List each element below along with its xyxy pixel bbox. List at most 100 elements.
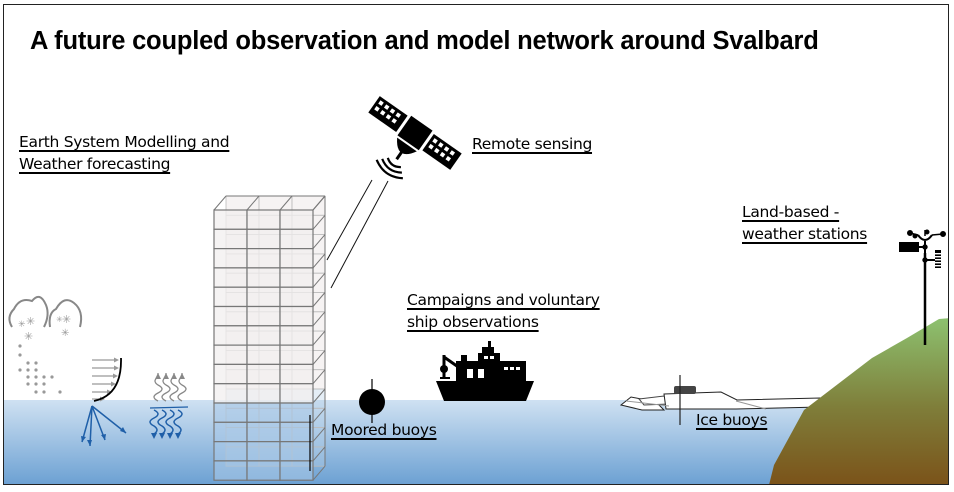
precip-dot [26,375,30,379]
flux-down-squiggle [149,409,159,436]
flux-down-arrowhead [167,433,173,439]
svg-text:✳: ✳ [62,313,71,326]
grid-cell [246,305,281,327]
grid-edge [312,214,326,230]
precip-dot [50,375,54,379]
flux-up-squiggle [177,373,187,402]
grid-cell [246,421,281,443]
precip-dot [42,382,46,386]
precip-dot [18,344,22,348]
diagram-frame: ✳ ✳ ✳ ✳ ✳ ✳ [3,4,949,485]
grid-cell [279,267,314,288]
label-line: Moored buoys [331,421,437,439]
grid-edge [312,195,326,211]
grid-edge [279,195,293,211]
svg-text:✳: ✳ [61,328,69,339]
grid-edge [312,427,326,442]
grid-edge [312,272,326,288]
grid-cell [246,325,281,346]
label-line: Remote sensing [472,135,593,153]
flux-down-squiggle [173,409,183,436]
wind-arrowhead [114,357,119,363]
grid-edge [312,369,326,385]
grid-edge [312,330,326,346]
label-remote-sensing: Remote sensing [472,133,592,155]
wind-profile-icon [81,357,127,447]
grid-cell [246,228,281,250]
grid-edge [312,311,326,327]
label-moored-buoys: Moored buoys [331,419,437,441]
label-earth-system-modelling: Earth System Modelling and Weather forec… [19,131,230,175]
grid-cell [246,286,281,308]
grid-edge [312,388,326,404]
svg-text:✳: ✳ [24,330,33,343]
land-hill [769,318,948,484]
grid-cell [279,460,314,481]
precip-dot [34,382,38,386]
grid-cell [213,402,248,423]
precip-dot [18,368,22,372]
grid-edge [312,253,326,269]
svg-text:✳: ✳ [26,315,35,328]
precipitation-dots [18,344,62,394]
satellite-beam [326,179,389,289]
flux-down-squiggle [165,409,175,436]
flux-up-arrowhead [155,373,161,379]
grid-cell [213,363,248,385]
wind-arrowhead [111,381,116,387]
flux-down-arrowhead [151,433,157,439]
grid-cell [279,402,314,423]
precip-dot [34,361,38,365]
grid-cell [246,209,281,230]
label-line: Campaigns and voluntary [407,291,600,309]
grid-cell [279,344,314,366]
flux-down-arrowhead [159,433,165,439]
grid-cell [213,228,248,250]
wind-arrowhead [114,365,119,371]
grid-cell [246,344,281,366]
precip-dot [34,368,38,372]
grid-cell [213,441,248,462]
grid-cell [213,286,248,308]
flux-up-arrowhead [171,373,177,379]
precip-dot [26,368,30,372]
grid-cell [246,383,281,404]
label-line: weather stations [742,225,868,243]
grid-cell [246,267,281,288]
grid-edge [213,195,227,211]
label-line: ship observations [407,313,539,331]
grid-cell [213,460,248,481]
scene: ✳ ✳ ✳ ✳ ✳ ✳ [4,96,948,484]
flux-up-squiggle [161,373,171,402]
grid-cell [246,460,281,481]
grid-cell [246,248,281,269]
model-grid-icon [213,195,326,481]
flux-line [149,406,189,409]
grid-edge [312,234,326,249]
grid-cell [213,421,248,443]
ice-buoy-icon [619,375,821,425]
wind-arrowhead [107,389,112,395]
label-line: Ice buoys [696,411,768,429]
label-land-based-weather-stations: Land-based - weather stations [742,201,867,245]
svg-text:✳: ✳ [56,315,63,324]
research-ship-icon [436,341,534,401]
wind-arrowhead [113,373,118,379]
label-campaigns-ship-observations: Campaigns and voluntary ship observation… [407,289,600,333]
grid-edge [312,446,326,462]
precip-dot [58,390,62,394]
label-line: Earth System Modelling and [19,133,230,151]
satellite-icon [368,96,462,180]
grid-edge [246,195,260,211]
flux-up-arrowhead [179,373,185,379]
moored-buoy-icon [359,379,385,423]
grid-cell [246,363,281,385]
grid-cell [279,421,314,443]
weather-station-icon [899,229,946,345]
flux-up-arrowhead [163,373,169,379]
grid-edge [312,407,326,423]
diagram-title: A future coupled observation and model n… [30,27,819,55]
grid-cell [279,305,314,327]
precip-dot [34,375,38,379]
label-ice-buoys: Ice buoys [696,409,768,431]
